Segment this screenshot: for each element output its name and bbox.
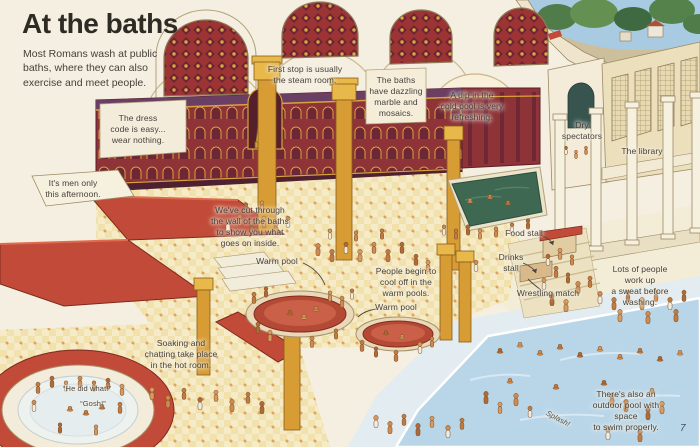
callout-steam-room: First stop is usually the steam room.: [267, 64, 343, 85]
callout-drinks-stall: Drinks stall: [498, 252, 524, 273]
food-stall: [539, 225, 583, 259]
steps: [213, 251, 297, 292]
callout-dry-spectators: Dry spectators: [561, 120, 603, 141]
warm-pool-1: [245, 290, 355, 338]
page-intro: Most Romans wash at public baths, where …: [23, 48, 158, 89]
callout-soaking: Soaking and chatting take place in the h…: [144, 338, 218, 370]
library: [547, 41, 700, 191]
callout-outdoor-pool: There's also an outdoor pool with space …: [592, 389, 660, 432]
callout-food-stall: Food stall: [505, 228, 543, 238]
near-wall-panel: [99, 99, 187, 159]
callout-dress-code: The dress code is easy... wear nothing.: [110, 113, 166, 145]
crowd-figures: [31, 145, 687, 443]
speech-gosh: “Gosh!”: [80, 399, 106, 408]
pier-panel: [365, 67, 427, 125]
colonnade: [552, 91, 700, 258]
hot-tub: [0, 349, 175, 447]
callout-cold-pool: A dip in the cold pool is very refreshin…: [440, 90, 504, 122]
callout-warm-pool-1: Warm pool: [256, 256, 298, 266]
page-title: At the baths: [22, 8, 178, 39]
page-number: 7: [680, 423, 686, 434]
arrowheads: [531, 240, 555, 273]
callout-men-only: It's men only this afternoon.: [45, 178, 101, 199]
callout-cool-off: People begin to cool off in the warm poo…: [375, 266, 437, 298]
callout-work-up-sweat: Lots of people work up a sweat before wa…: [611, 264, 669, 307]
speech-he-did-what: “He did what!”: [62, 384, 112, 393]
callout-library: The library: [621, 146, 663, 156]
callout-cutaway: We've cut through the wall of the baths …: [211, 205, 289, 248]
men-only-ledge: [31, 169, 135, 207]
callout-warm-pool-2: Warm pool: [375, 302, 417, 312]
warm-pool-2: [355, 316, 441, 352]
callout-wrestling-match: Wrestling match: [516, 288, 580, 298]
doorway: [567, 82, 595, 129]
hall-wall: [95, 67, 541, 193]
callout-marble-mosaics: The baths have dazzling marble and mosai…: [369, 75, 423, 118]
cold-pool: [447, 166, 548, 232]
red-walls: [0, 195, 301, 363]
